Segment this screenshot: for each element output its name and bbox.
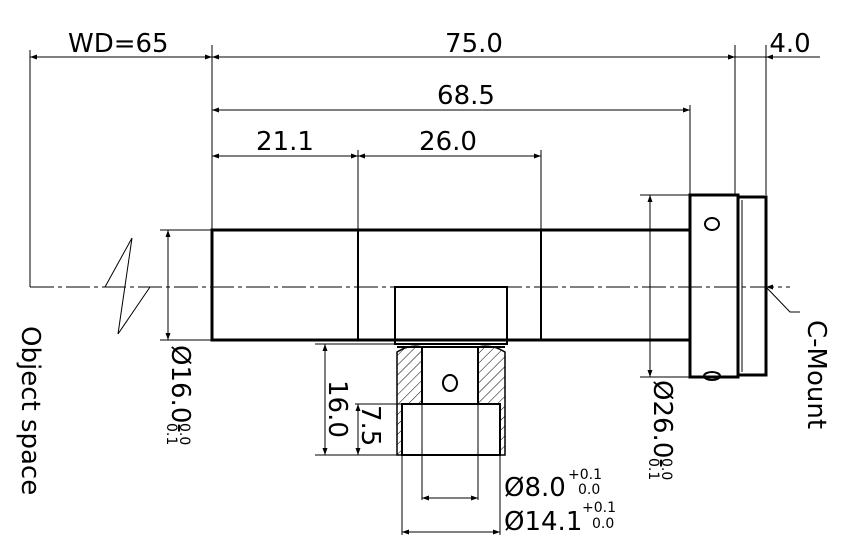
arrowhead xyxy=(358,153,365,159)
arrowhead xyxy=(212,153,219,159)
svg-text:+0.1: +0.1 xyxy=(568,467,602,483)
arrowhead xyxy=(647,195,653,202)
arrowhead xyxy=(647,370,653,377)
arrowhead xyxy=(728,54,735,60)
arrowhead xyxy=(493,529,500,535)
arrowhead xyxy=(165,333,171,340)
seg1-label: 21.1 xyxy=(256,127,314,157)
arrowhead xyxy=(355,404,361,411)
arrowhead xyxy=(212,54,219,60)
total-length-label: 75.0 xyxy=(445,29,503,59)
svg-text:0.0: 0.0 xyxy=(592,516,614,532)
svg-text:Ø26.0-: Ø26.0- xyxy=(647,380,677,468)
height7-5-label: 7.5 xyxy=(355,405,385,446)
svg-text:0.1: 0.1 xyxy=(163,423,179,445)
arrowhead xyxy=(212,107,219,113)
dia26-label: Ø26.0- 0.0 0.1 xyxy=(645,380,677,480)
arrowhead xyxy=(766,54,773,60)
svg-text:0.0: 0.0 xyxy=(578,482,600,498)
dimension-lines xyxy=(30,56,820,533)
arrowhead xyxy=(355,448,361,455)
svg-text:0.0: 0.0 xyxy=(658,458,674,480)
arrowhead xyxy=(402,529,409,535)
arrowhead xyxy=(165,230,171,237)
dia16-label: Ø16.0- 0.0 0.1 xyxy=(163,345,195,445)
svg-text:+0.1: +0.1 xyxy=(582,500,616,516)
body-length-label: 68.5 xyxy=(437,81,495,111)
side-port xyxy=(394,286,508,456)
svg-text:Ø16.0-: Ø16.0- xyxy=(165,345,195,433)
lens-body xyxy=(210,228,692,342)
arrowhead xyxy=(30,54,37,60)
c-mount-label: C-Mount xyxy=(801,320,831,429)
arrowhead xyxy=(351,153,358,159)
arrowhead xyxy=(534,153,541,159)
svg-text:Ø14.1: Ø14.1 xyxy=(504,507,582,537)
dia14-label: Ø14.1 +0.1 0.0 xyxy=(504,500,616,537)
arrowhead xyxy=(322,448,328,455)
object-space-label: Object space xyxy=(15,326,45,495)
svg-text:0.0: 0.0 xyxy=(176,423,192,445)
arrowhead xyxy=(422,495,429,501)
svg-text:0.1: 0.1 xyxy=(645,458,661,480)
seg2-label: 26.0 xyxy=(419,127,477,157)
wd-label: WD=65 xyxy=(68,29,169,59)
arrowhead xyxy=(471,495,478,501)
arrowhead xyxy=(766,284,773,290)
flange xyxy=(688,193,768,381)
arrowhead xyxy=(322,344,328,351)
break-symbol xyxy=(104,237,151,335)
height16-label: 16.0 xyxy=(322,380,352,438)
arrowhead xyxy=(205,54,212,60)
arrowhead xyxy=(683,107,690,113)
flange-screw-icon xyxy=(704,217,720,231)
flange-length-label: 4.0 xyxy=(769,29,810,59)
svg-text:Ø8.0: Ø8.0 xyxy=(504,473,566,503)
port-screw-icon xyxy=(442,374,458,392)
dia8-label: Ø8.0 +0.1 0.0 xyxy=(504,467,602,503)
